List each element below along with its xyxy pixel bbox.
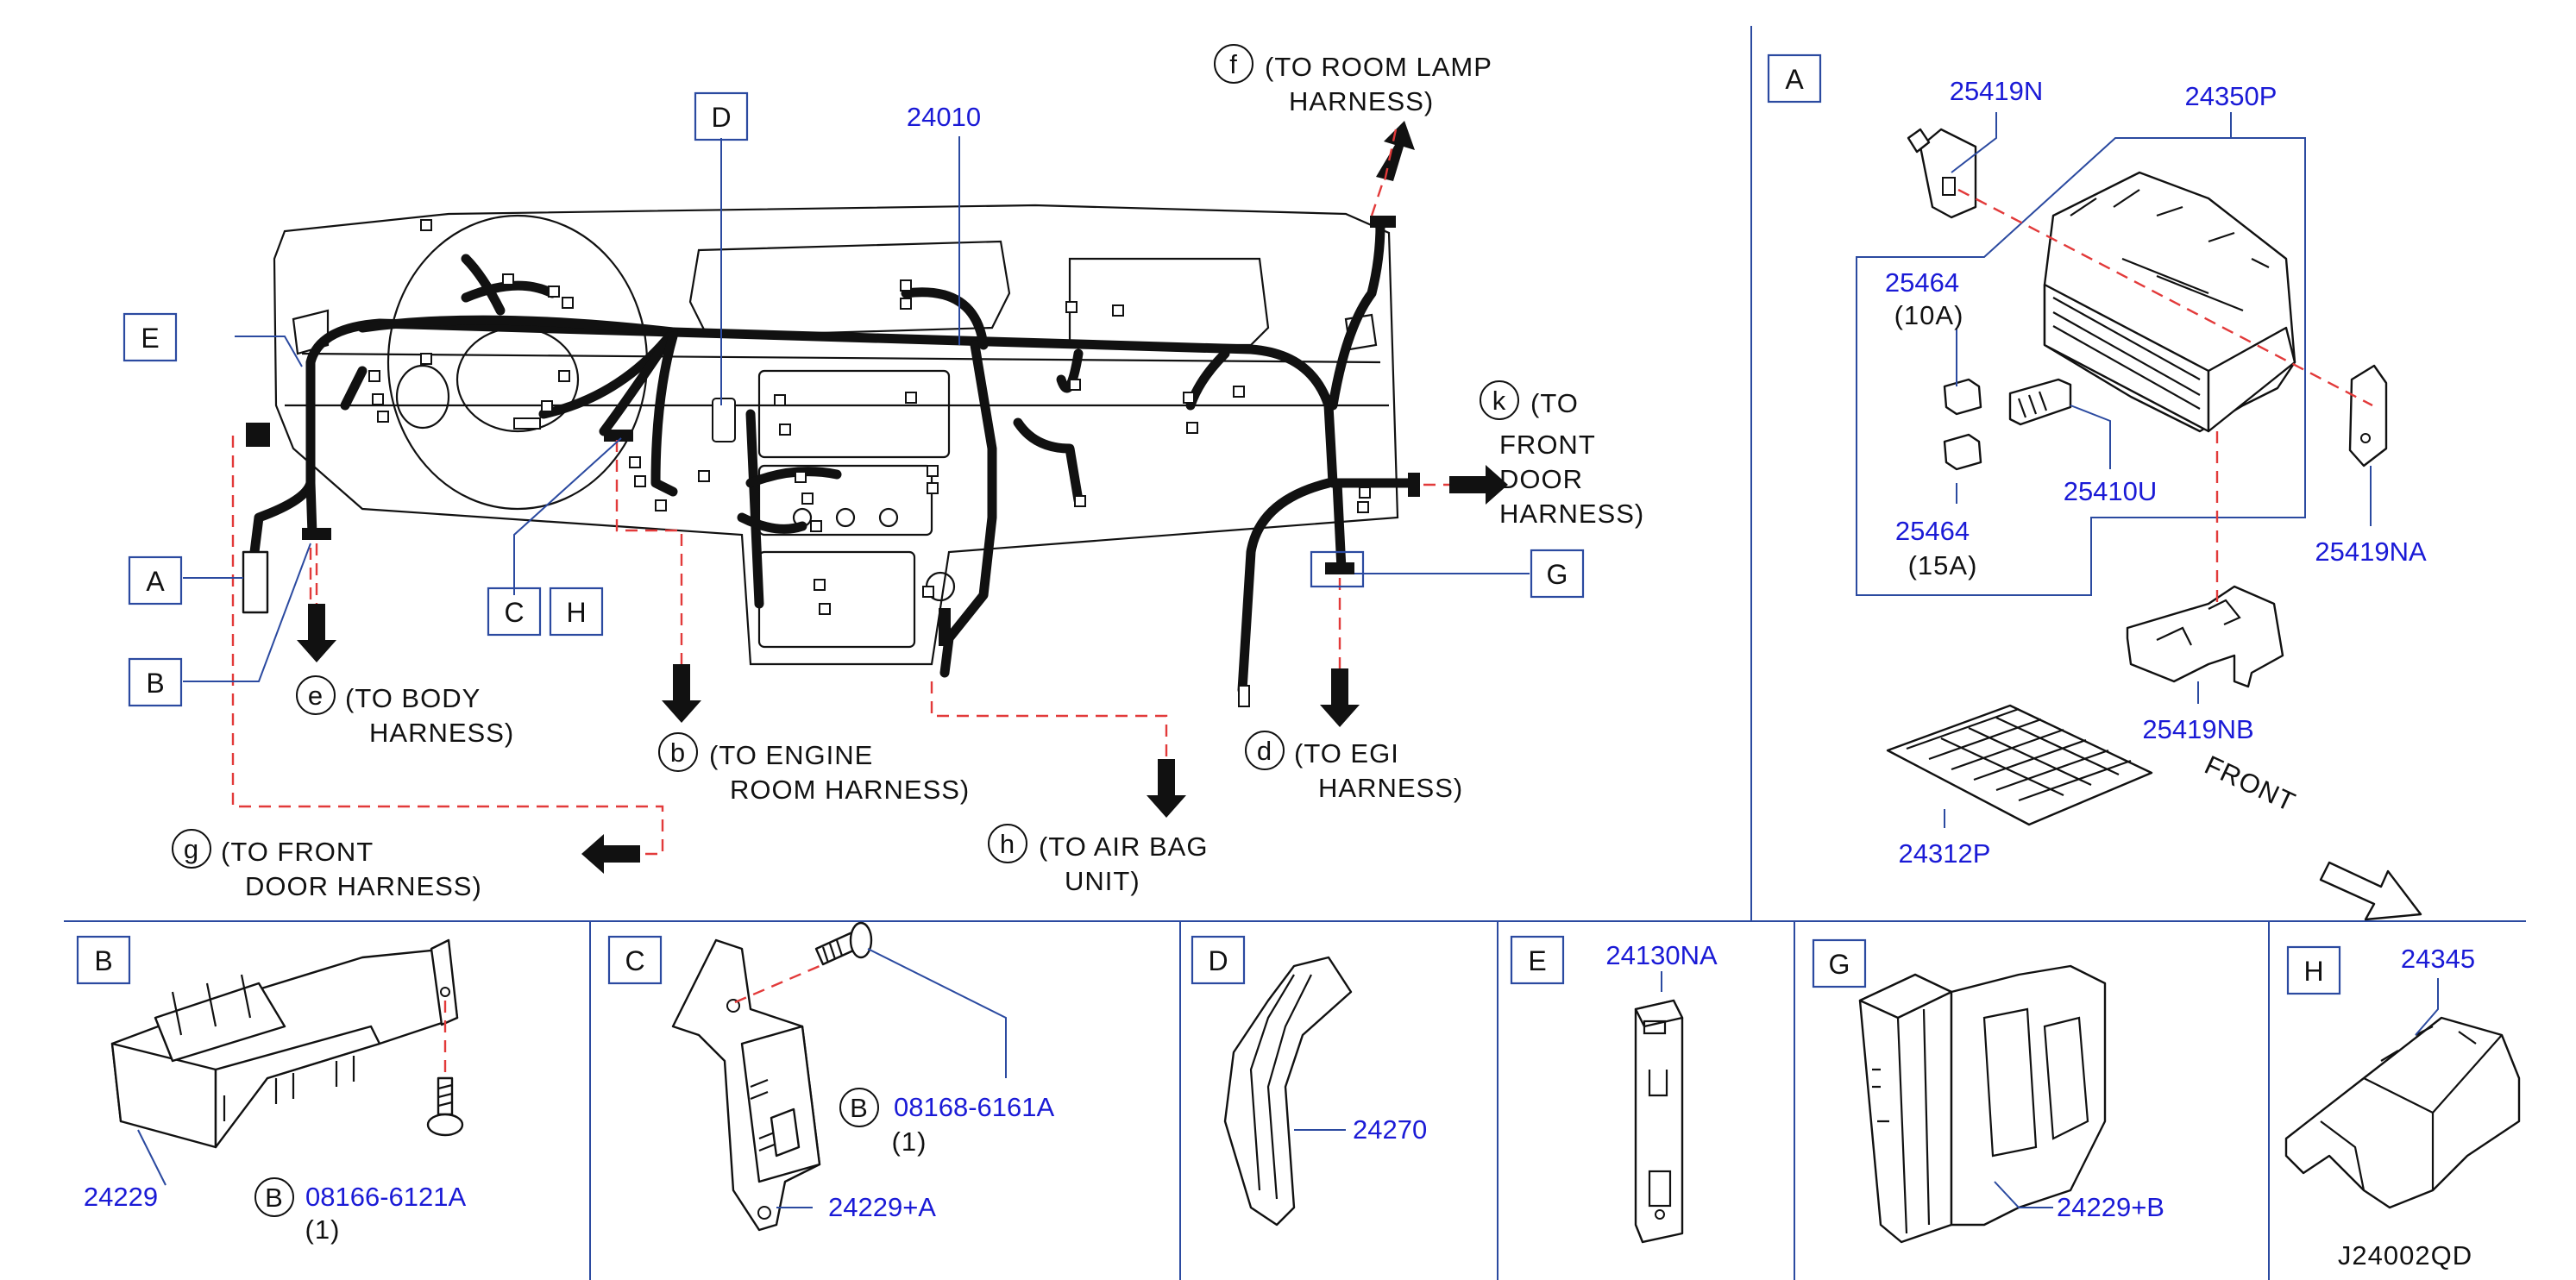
main-leaders (183, 136, 1530, 682)
svg-text:g: g (184, 834, 199, 864)
rating-15a: (15A) (1908, 550, 1978, 580)
svg-text:HARNESS): HARNESS) (1318, 773, 1463, 803)
part-25410U: 25410U (2064, 476, 2158, 506)
callout-C-main: C (487, 587, 542, 637)
part-24312P: 24312P (1899, 838, 1991, 869)
svg-text:ROOM HARNESS): ROOM HARNESS) (730, 775, 970, 805)
part-24350P: 24350P (2185, 81, 2278, 111)
part-24229-A: 24229+A (828, 1192, 936, 1222)
svg-text:HARNESS): HARNESS) (1289, 86, 1434, 116)
svg-text:DOOR HARNESS): DOOR HARNESS) (245, 871, 482, 901)
svg-text:d: d (1257, 736, 1272, 766)
svg-text:(TO ENGINE: (TO ENGINE (709, 740, 873, 770)
callout-A-main: A (128, 555, 183, 605)
svg-text:DOOR: DOOR (1499, 464, 1583, 494)
svg-text:UNIT): UNIT) (1065, 866, 1140, 896)
instrument-panel-outline (273, 204, 1399, 666)
dest-h: h (TO AIR BAG UNIT) (988, 824, 1208, 896)
detail-C: C B 08168-6161A (1) 24229+A (607, 921, 1054, 1232)
svg-text:B: B (146, 668, 164, 699)
callout-B-main: B (128, 657, 183, 707)
svg-text:e: e (308, 681, 324, 711)
svg-text:H: H (566, 597, 586, 628)
svg-text:f: f (1229, 49, 1238, 79)
svg-text:B: B (265, 1183, 284, 1213)
svg-text:(TO: (TO (1530, 388, 1579, 418)
svg-text:H: H (2303, 956, 2323, 987)
callout-H-main: H (549, 587, 604, 637)
svg-text:(1): (1) (305, 1214, 341, 1245)
panel-separators (64, 26, 2526, 1280)
svg-text:k: k (1492, 386, 1507, 416)
svg-text:E: E (141, 323, 159, 354)
part-25464-15a: 25464 (1895, 516, 1970, 546)
callout-E: E (123, 312, 178, 362)
svg-text:A: A (146, 566, 165, 597)
svg-text:(TO ROOM LAMP: (TO ROOM LAMP (1265, 52, 1492, 82)
routing-lines (231, 163, 1467, 856)
rating-10a: (10A) (1894, 300, 1964, 330)
part-24229-B: 24229+B (2057, 1192, 2164, 1222)
svg-text:HARNESS): HARNESS) (369, 718, 514, 748)
svg-text:G: G (1829, 949, 1850, 980)
svg-text:C: C (625, 945, 644, 976)
detail-E: E 24130NA (1510, 935, 1718, 1244)
part-25419NB: 25419NB (2142, 714, 2253, 744)
detail-G: G 24229+B (1812, 938, 2164, 1244)
part-08166-6121A: 08166-6121A (305, 1182, 466, 1212)
svg-text:(TO BODY: (TO BODY (345, 683, 481, 713)
part-24345: 24345 (2401, 944, 2475, 974)
svg-text:h: h (1000, 829, 1015, 859)
dest-d: d (TO EGI HARNESS) (1245, 731, 1463, 803)
callout-D: D (694, 91, 749, 141)
dest-b: b (TO ENGINE ROOM HARNESS) (658, 732, 970, 805)
svg-text:D: D (711, 102, 731, 133)
svg-text:(TO EGI: (TO EGI (1294, 738, 1399, 769)
harness-connectors (246, 216, 1420, 707)
callout-G-main: G (1310, 549, 1585, 599)
svg-text:B: B (94, 945, 112, 976)
svg-text:b: b (670, 737, 686, 768)
dest-f: f (TO ROOM LAMP HARNESS) (1214, 44, 1492, 116)
part-24270: 24270 (1353, 1114, 1427, 1145)
svg-text:HARNESS): HARNESS) (1499, 499, 1644, 529)
svg-text:A: A (1785, 64, 1804, 95)
svg-text:B: B (850, 1093, 869, 1123)
svg-text:(1): (1) (892, 1126, 927, 1157)
part-08168-6161A: 08168-6161A (894, 1092, 1054, 1122)
svg-text:C: C (504, 597, 524, 628)
svg-text:E: E (1528, 945, 1546, 976)
diagram-code: J24002QD (2338, 1240, 2472, 1271)
part-24130NA: 24130NA (1605, 940, 1718, 970)
detail-H: H 24345 (2284, 944, 2521, 1209)
svg-text:(TO FRONT: (TO FRONT (221, 837, 374, 867)
detail-A: A (1767, 53, 2427, 921)
front-label: FRONT (2200, 750, 2300, 818)
part-25419NA: 25419NA (2315, 536, 2427, 567)
detail-B: B 24229 B 08166-6121A (1) (76, 935, 466, 1245)
main-harness-part: 24010 (907, 102, 981, 132)
svg-text:FRONT: FRONT (1499, 430, 1596, 460)
svg-text:D: D (1208, 945, 1228, 976)
part-25464-10a: 25464 (1885, 267, 1959, 298)
svg-text:(TO AIR BAG: (TO AIR BAG (1039, 831, 1208, 862)
dest-e: e (TO BODY HARNESS) (296, 675, 514, 748)
svg-text:G: G (1547, 559, 1568, 590)
detail-D: D 24270 (1191, 935, 1427, 1227)
destination-arrows (297, 121, 1508, 874)
dest-g: g (TO FRONT DOOR HARNESS) (172, 829, 482, 901)
connector-block-a (242, 550, 269, 614)
part-24229: 24229 (84, 1182, 158, 1212)
part-25419N: 25419N (1950, 76, 2044, 106)
dest-k: k (TO FRONT DOOR HARNESS) (1480, 380, 1644, 529)
